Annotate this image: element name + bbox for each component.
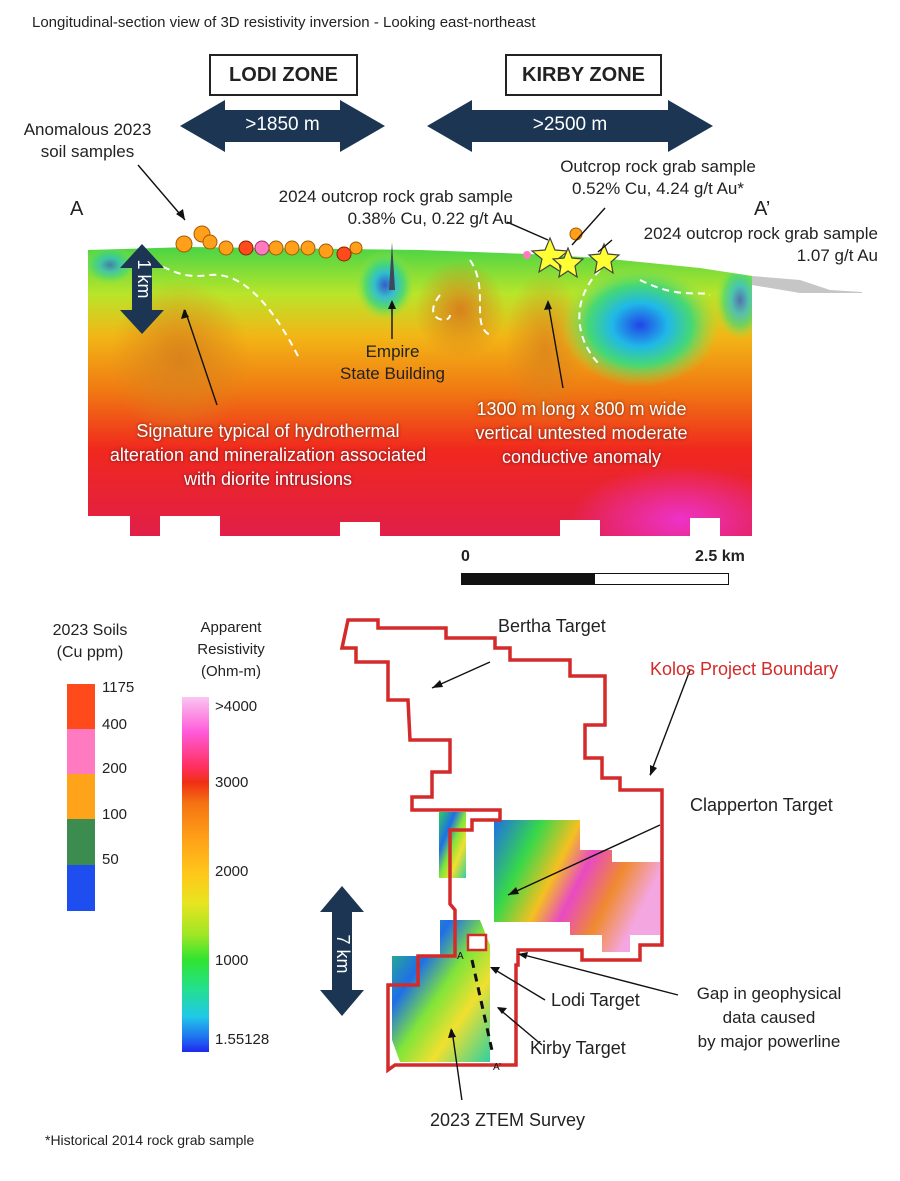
blue-outline — [578, 269, 711, 366]
resistivity-tick-min: 1.55128 — [215, 1031, 270, 1048]
kirby-zone-label: KIRBY ZONE — [505, 54, 662, 96]
soil-sample-markers — [175, 225, 583, 262]
map-section-a: A — [457, 951, 464, 962]
lodi-target-label: Lodi Target — [551, 990, 640, 1010]
soil-bin-50 — [67, 865, 95, 911]
soil-label-200: 200 — [102, 760, 128, 777]
kirby-extent-arrow — [427, 100, 713, 152]
ztem-tile-north — [439, 812, 466, 878]
resistivity-ramp — [182, 697, 209, 1052]
empire-state-building — [389, 242, 395, 290]
project-boundary — [339, 618, 664, 1074]
lodi-extent-text: >1850 m — [245, 114, 320, 135]
resistivity-tick-max: >4000 — [215, 698, 258, 715]
anomaly-label: 1300 m long x 800 m wide vertical untest… — [475, 399, 688, 467]
powerline-gap-box — [466, 933, 488, 952]
anomaly-outline — [432, 259, 491, 336]
project-boundary-label: Kolos Project Boundary — [650, 659, 839, 679]
extent-arrows — [180, 100, 713, 152]
soil-legend-ramp — [67, 684, 95, 911]
section-line-a-a-prime — [470, 959, 495, 1056]
resistivity-tick-3000: 3000 — [215, 774, 249, 791]
endpoint-a: A — [70, 198, 84, 220]
kirby-extent-text: >2500 m — [532, 114, 608, 135]
signature-outline — [139, 259, 301, 361]
soil-label-100: 100 — [102, 806, 128, 823]
map-scale-arrow — [320, 886, 364, 1016]
resistivity-section — [88, 225, 862, 536]
clapperton-target-label: Clapperton Target — [690, 795, 833, 815]
soil-label-50: 50 — [102, 851, 119, 868]
ztem-survey-label: 2023 ZTEM Survey — [430, 1110, 586, 1130]
gap-label: Gap in geophysical data caused by major … — [696, 984, 842, 1051]
resistivity-tick-1000: 1000 — [215, 952, 249, 969]
scale-bar — [461, 573, 729, 585]
grab-2024-a: 2024 outcrop rock grab sample 0.38% Cu, … — [278, 187, 513, 228]
lodi-zone-label: LODI ZONE — [209, 54, 358, 96]
soil-bin-400 — [67, 729, 95, 774]
soil-label-1175: 1175 — [102, 679, 135, 696]
map-section-a-prime: A’ — [493, 1062, 501, 1073]
soil-bin-200 — [67, 774, 95, 819]
lodi-extent-arrow — [180, 100, 385, 152]
soil-label-400: 400 — [102, 716, 128, 733]
soil-legend-title: 2023 Soils (Cu ppm) — [52, 622, 128, 661]
endpoint-a-prime: A’ — [754, 198, 771, 220]
bertha-target-label: Bertha Target — [498, 616, 606, 636]
soil-bin-100 — [67, 819, 95, 865]
scale-end: 2.5 km — [695, 548, 745, 565]
soil-callout: Anomalous 2023 soil samples — [23, 120, 152, 161]
kirby-target-label: Kirby Target — [530, 1038, 626, 1058]
footnote: *Historical 2014 rock grab sample — [45, 1132, 255, 1148]
ztem-tile-south — [392, 920, 490, 1062]
resistivity-legend-title: Apparent Resistivity (Ohm-m) — [197, 619, 265, 680]
scale-start: 0 — [461, 548, 470, 565]
building-label: Empire State Building — [340, 342, 445, 383]
resistivity-tick-2000: 2000 — [215, 863, 249, 880]
surface-extension — [752, 276, 862, 293]
project-map: A A’ — [320, 618, 691, 1100]
soil-bin-1175 — [67, 684, 95, 729]
map-scale-label: 7 km — [333, 934, 353, 974]
grab-2024-b: 2024 outcrop rock grab sample 1.07 g/t A… — [643, 224, 878, 265]
figure-title: Longitudinal-section view of 3D resistiv… — [32, 14, 536, 31]
rock-grab-stars — [530, 236, 621, 279]
ztem-tile-clapperton — [494, 820, 660, 952]
depth-arrow — [120, 244, 164, 334]
leader-lines — [137, 164, 613, 406]
signature-label: Signature typical of hydrothermal altera… — [109, 421, 427, 489]
grab-historic: Outcrop rock grab sample 0.52% Cu, 4.24 … — [560, 157, 756, 198]
